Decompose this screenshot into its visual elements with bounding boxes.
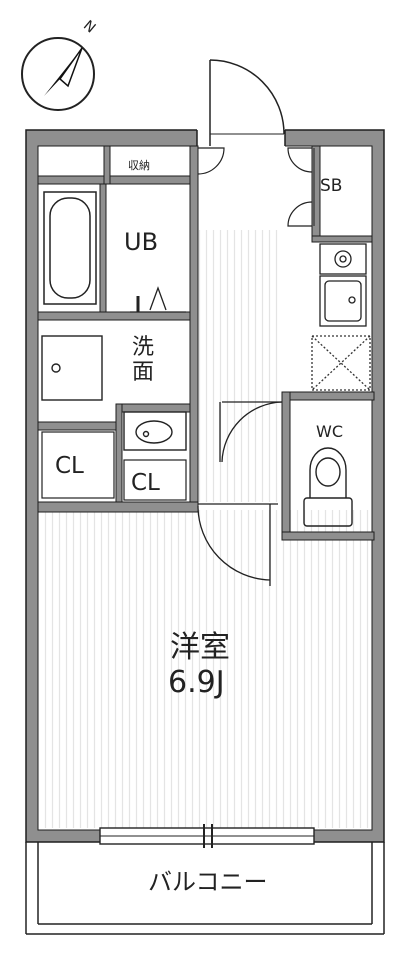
north-arrow-icon bbox=[21, 37, 95, 111]
shoe-box-label: SB bbox=[320, 176, 343, 196]
balcony-outline bbox=[25, 842, 385, 935]
balcony-label: バルコニー bbox=[148, 868, 268, 896]
main-room-floor bbox=[40, 510, 370, 828]
closet-left-label: CL bbox=[55, 453, 84, 479]
entrance-door-icon bbox=[209, 59, 285, 146]
refrigerator-space-icon bbox=[311, 335, 371, 391]
bath-door-icon bbox=[130, 286, 186, 313]
balcony-window bbox=[99, 824, 315, 848]
closet-right-label: CL bbox=[131, 470, 160, 496]
kitchen-sink-icon bbox=[319, 275, 367, 327]
corridor-floor bbox=[198, 230, 282, 502]
washroom-label: 洗面 bbox=[132, 335, 155, 386]
toilet-door-icon bbox=[219, 401, 283, 463]
toilet-icon bbox=[303, 447, 353, 527]
closet-outlines bbox=[41, 431, 187, 501]
wash-basin-icon bbox=[123, 411, 187, 451]
room-door-icon bbox=[197, 503, 278, 586]
unit-bath-label: UB bbox=[124, 228, 159, 256]
stove-icon bbox=[319, 243, 367, 275]
toilet-label: WC bbox=[316, 422, 343, 441]
room-size-label: 6.9J bbox=[168, 665, 225, 700]
bathtub-icon bbox=[43, 191, 97, 305]
storage-label: 収納 bbox=[128, 159, 150, 172]
washing-machine-icon bbox=[41, 335, 103, 401]
room-name-label: 洋室 bbox=[170, 630, 230, 665]
interior-walls bbox=[37, 145, 375, 541]
storage-door-icon bbox=[197, 147, 315, 227]
